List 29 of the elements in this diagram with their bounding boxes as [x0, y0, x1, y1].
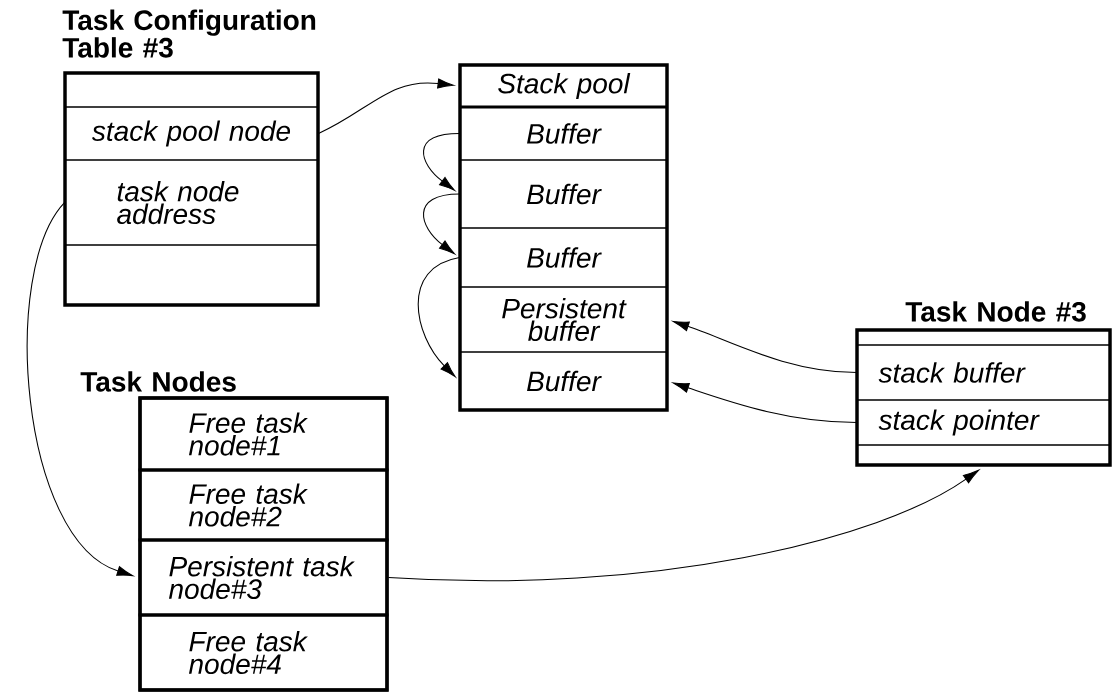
arrow	[26, 201, 134, 577]
table-heading: Task Nodes	[80, 371, 236, 392]
table-row: Buffer	[459, 159, 668, 229]
table-row: Buffer	[459, 227, 668, 288]
arrow	[387, 469, 979, 582]
table-row	[856, 329, 1111, 346]
arrow	[318, 78, 454, 135]
node-label: Stack pool	[498, 72, 631, 100]
table-row: Free task node#1	[138, 396, 389, 472]
table-row: Free task node#4	[138, 613, 389, 692]
table-row: task node address	[64, 159, 319, 246]
arrow	[672, 320, 857, 374]
table-row: Persistent task node#3	[138, 538, 389, 617]
table-heading: Task Configuration Table #3	[62, 9, 316, 58]
table-row: Persistent buffer	[459, 286, 668, 353]
table-row: Free task node#2	[138, 468, 389, 542]
table-row: Buffer	[459, 351, 668, 411]
arrow	[423, 132, 460, 191]
table-row	[64, 72, 319, 108]
table-row: stack pool node	[64, 106, 319, 161]
table-heading: Task Node #3	[905, 301, 1086, 322]
table-row: stack buffer	[856, 344, 1111, 401]
arrow	[672, 382, 857, 424]
node-label: Buffer	[527, 123, 602, 144]
arrow	[423, 193, 460, 255]
table-row	[856, 444, 1111, 466]
arrow	[417, 256, 460, 378]
table-row	[64, 244, 319, 306]
table-row: stack pointer	[856, 399, 1111, 446]
